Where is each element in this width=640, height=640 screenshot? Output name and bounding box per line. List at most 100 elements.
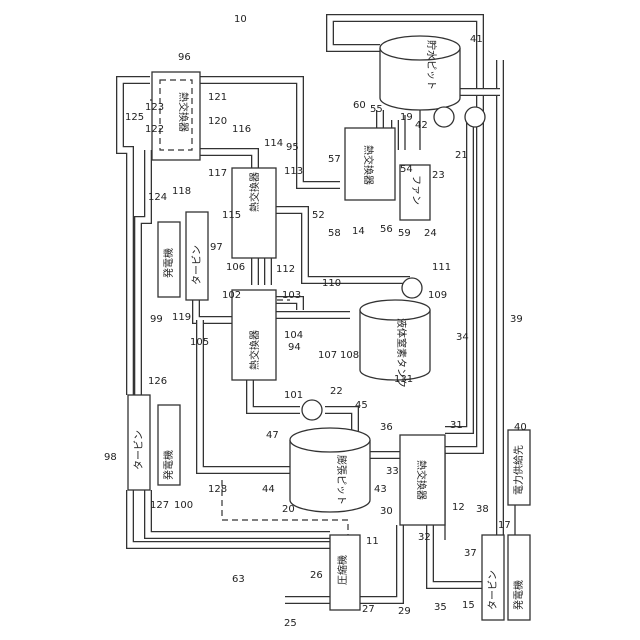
label-fan-24: ファン [410,175,421,205]
ref-60: 60 [353,100,366,111]
ref-22: 22 [330,386,343,397]
ref-54: 54 [400,164,413,175]
ref-33: 33 [386,466,399,477]
ref-40: 40 [514,422,527,433]
label-turbine-97: タービン [191,245,203,285]
ref-108: 108 [340,350,359,361]
ref-17: 17 [498,520,511,531]
ref-35: 35 [434,602,447,613]
ref-123: 123 [145,102,164,113]
ref-112: 112 [276,264,295,275]
ref-38: 38 [476,504,489,515]
ref-113: 113 [284,166,303,177]
ref-45: 45 [355,400,368,411]
ln2-tank-131 [360,300,430,380]
ref-128: 128 [208,484,227,495]
ref-47: 47 [266,430,279,441]
ref-121: 121 [208,92,227,103]
ref-126: 126 [148,376,167,387]
ref-117: 117 [208,168,227,179]
ref-30: 30 [380,506,393,517]
ref-94: 94 [288,342,301,353]
label-hx-14: 熱交換器 [362,145,375,185]
ref-100: 100 [174,500,193,511]
label-expansion-pit: 膨張ピット [335,455,348,505]
ref-127: 127 [150,500,169,511]
ref-122: 122 [145,124,164,135]
ref-44: 44 [262,484,275,495]
ref-105: 105 [190,337,209,348]
hx-96 [152,72,200,160]
ref-52: 52 [312,210,325,221]
label-generator-17: 発電機 [512,580,525,610]
ref-21: 21 [455,150,468,161]
storage-pit-41 [380,36,460,110]
label-generator-100: 発電機 [162,450,175,480]
ref-120: 120 [208,116,227,127]
ref-103: 103 [282,290,301,301]
ref-106: 106 [226,262,245,273]
label-storage-pit: 貯水ピット [425,40,437,90]
ref-15: 15 [462,600,475,611]
ref-31: 31 [450,420,463,431]
ref-109: 109 [428,290,447,301]
ref-11: 11 [366,536,379,547]
ref-39: 39 [510,314,523,325]
ref-97: 97 [210,242,223,253]
ref-107: 107 [318,350,337,361]
ref-43: 43 [374,484,387,495]
ref-111: 111 [432,262,451,273]
label-turbine-15: タービン [487,570,499,610]
ref-118: 118 [172,186,191,197]
ref-10: 10 [234,14,247,25]
label-generator-99: 発電機 [162,248,175,278]
ref-57: 57 [328,154,341,165]
ref-42: 42 [415,120,428,131]
label-turbine-98: タービン [133,430,145,470]
ref-36: 36 [380,422,393,433]
ref-101: 101 [284,390,303,401]
ref-115: 115 [222,210,241,221]
ref-25: 25 [284,618,297,629]
ref-116: 116 [232,124,251,135]
ref-20: 20 [282,504,295,515]
ref-119: 119 [172,312,191,323]
ref-99: 99 [150,314,163,325]
ref-24: 24 [424,228,437,239]
ref-34: 34 [456,332,469,343]
ref-23: 23 [432,170,445,181]
label-hx-12: 熱交換器 [415,460,428,500]
ref-95: 95 [286,142,299,153]
ref-32: 32 [418,532,431,543]
ref-26: 26 [310,570,323,581]
ref-98: 98 [104,452,117,463]
label-hx-95: 熱交換器 [248,172,261,212]
ref-96: 96 [178,52,191,63]
label-hx-94: 熱交換器 [248,330,261,370]
ref-41: 41 [470,34,483,45]
ref-58: 58 [328,228,341,239]
expansion-pit-20 [290,428,370,512]
ref-125: 125 [125,112,144,123]
ref-29: 29 [398,606,411,617]
ref-104: 104 [284,330,303,341]
ref-59: 59 [398,228,411,239]
ref-63: 63 [232,574,245,585]
ref-114: 114 [264,138,283,149]
ref-19: 19 [400,112,413,123]
ref-124: 124 [148,192,167,203]
ref-27: 27 [362,604,375,615]
ref-55: 55 [370,104,383,115]
ref-12: 12 [452,502,465,513]
ref-102: 102 [222,290,241,301]
ref-56: 56 [380,224,393,235]
ref-131: 131 [394,374,413,385]
label-power-dest: 電力供給先 [512,445,525,495]
ref-14: 14 [352,226,365,237]
label-compressor: 圧縮機 [336,555,349,585]
ref-37: 37 [464,548,477,559]
label-hx-96: 熱交換器 [177,92,190,132]
ref-110: 110 [322,278,341,289]
